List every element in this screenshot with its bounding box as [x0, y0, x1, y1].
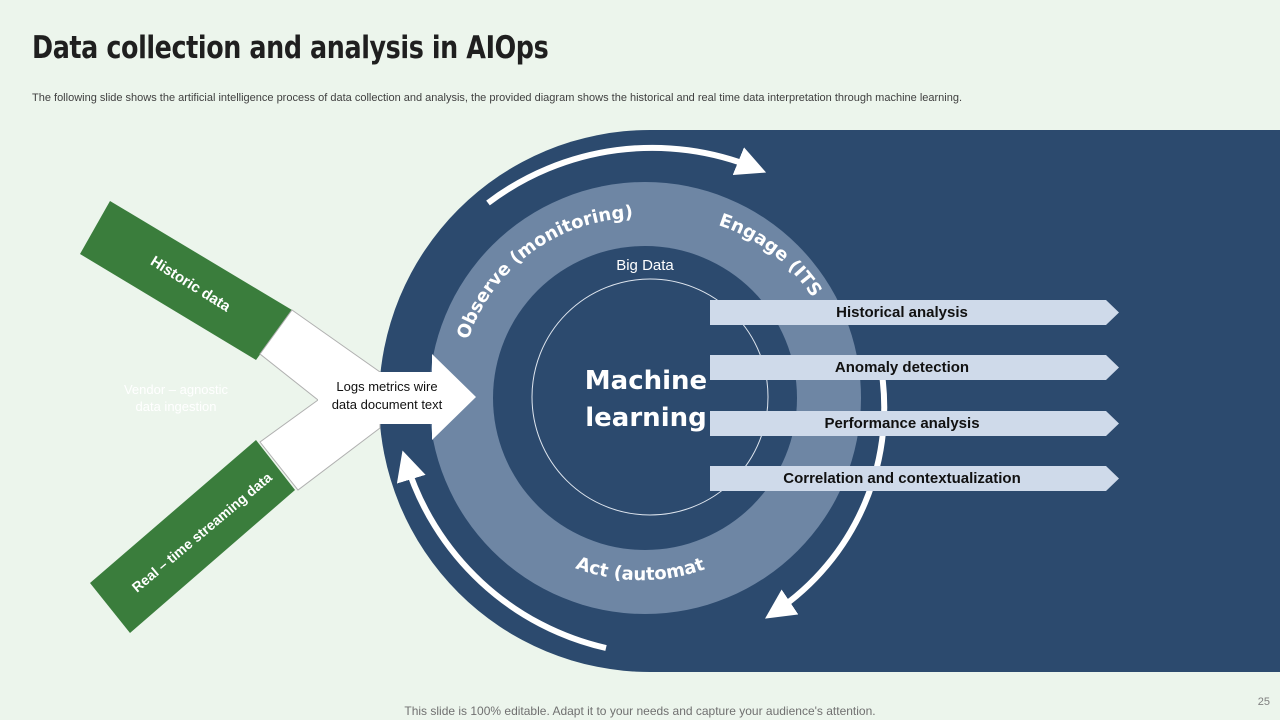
vendor-line2: data ingestion	[136, 399, 217, 414]
logs-line1: Logs metrics wire	[336, 379, 437, 394]
footer-note: This slide is 100% editable. Adapt it to…	[404, 704, 876, 718]
ml-core-outline	[531, 278, 769, 516]
logs-line2: data document text	[332, 397, 443, 412]
ml-title-line2: learning	[585, 403, 706, 433]
vendor-line1: Vendor – agnostic	[124, 382, 229, 397]
output-label: Anomaly detection	[835, 359, 969, 376]
ml-title-line1: Machine	[585, 366, 707, 396]
page-subtitle: The following slide shows the artificial…	[32, 92, 963, 104]
left-cycle-arrow	[396, 450, 607, 651]
logs-arrow	[318, 354, 476, 440]
output-banner: Anomaly detection	[710, 355, 1119, 380]
page-number: 25	[1257, 696, 1270, 708]
output-label: Performance analysis	[824, 415, 979, 432]
output-label: Historical analysis	[836, 304, 968, 321]
output-banner: Performance analysis	[710, 411, 1119, 436]
output-banner: Historical analysis	[710, 300, 1119, 325]
realtime-data-arrow: Real – time streaming data	[90, 440, 295, 633]
output-label: Correlation and contextualization	[783, 470, 1021, 487]
big-data-disk	[493, 246, 797, 550]
big-data-label: Big Data	[616, 257, 674, 274]
page-title: Data collection and analysis in AIOps	[32, 30, 549, 66]
right-cycle-arrow	[765, 361, 888, 619]
historic-data-arrow: Historic data	[80, 201, 292, 360]
top-cycle-arrow	[486, 144, 767, 206]
output-banner: Correlation and contextualization	[710, 466, 1119, 491]
